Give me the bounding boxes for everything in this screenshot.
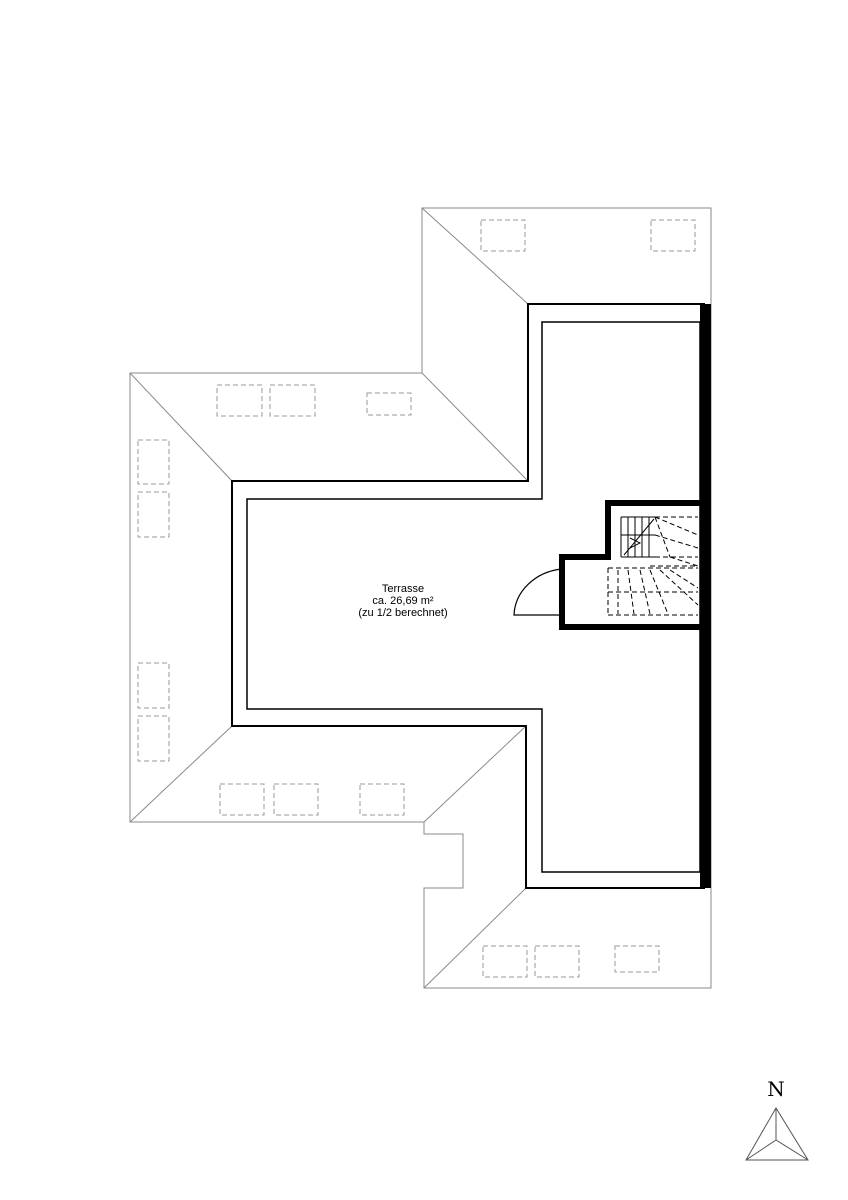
staircase [607, 516, 699, 616]
skylight [359, 783, 405, 816]
skylight [219, 783, 265, 816]
skylight [269, 384, 316, 417]
north-letter: N [767, 1077, 785, 1101]
skylight [137, 662, 170, 709]
skylight [650, 219, 696, 252]
terrace-walls [231, 303, 711, 889]
roof-outline [129, 207, 712, 989]
terrace-label: Terrasse ca. 26,69 m² (zu 1/2 berechnet) [358, 583, 447, 619]
exterior-wall [700, 304, 711, 888]
terrace-note: (zu 1/2 berechnet) [358, 607, 447, 619]
terrace-area: ca. 26,69 m² [372, 595, 433, 607]
stair-enclosure [513, 500, 700, 630]
skylight [216, 384, 263, 417]
north-arrow-icon [745, 1107, 809, 1161]
skylight [482, 945, 528, 978]
skylights [137, 219, 696, 978]
terrace-name: Terrasse [382, 583, 424, 595]
skylight [480, 219, 526, 252]
skylight [366, 392, 412, 416]
north-compass: N [745, 1077, 809, 1161]
skylight [137, 491, 170, 538]
skylight [534, 945, 580, 978]
skylight [137, 715, 170, 762]
skylight [137, 439, 170, 485]
skylight [614, 945, 660, 973]
skylight [273, 783, 319, 816]
door-swing [513, 568, 563, 616]
